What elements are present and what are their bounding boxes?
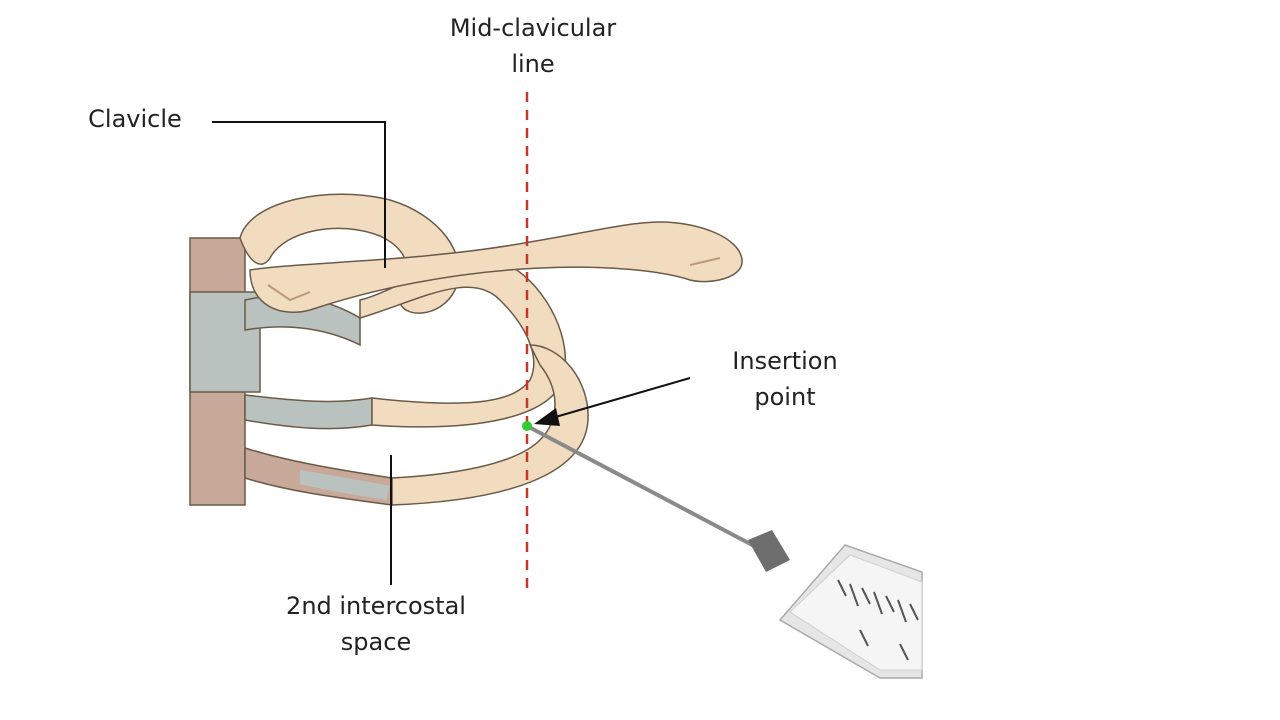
syringe: [778, 544, 923, 679]
mid-clavicular-line-label: Mid-clavicular line: [413, 10, 653, 82]
insertion-point-marker: [522, 421, 532, 431]
insertion-label-line2: point: [754, 383, 816, 411]
needle: [526, 424, 759, 550]
intercostal-label-line2: space: [340, 628, 412, 656]
intercostal-space-label: 2nd intercostal space: [238, 588, 514, 660]
clavicle-bone: [249, 221, 743, 314]
insertion-arrow: [534, 377, 691, 426]
costal-cartilage: [244, 295, 393, 506]
mid-clavicular-label-line1: Mid-clavicular: [449, 14, 617, 42]
sternum: [189, 237, 261, 506]
needle-hub: [748, 530, 790, 572]
insertion-label-line1: Insertion: [732, 347, 838, 375]
third-rib: [391, 344, 589, 506]
insertion-point-label: Insertion point: [695, 343, 875, 415]
first-rib: [239, 193, 460, 314]
mid-clavicular-label-line2: line: [511, 50, 555, 78]
intercostal-label-line1: 2nd intercostal: [286, 592, 466, 620]
clavicle-label-text: Clavicle: [88, 105, 182, 133]
clavicle-leader-line: [212, 121, 386, 268]
clavicle-label: Clavicle: [60, 101, 210, 137]
